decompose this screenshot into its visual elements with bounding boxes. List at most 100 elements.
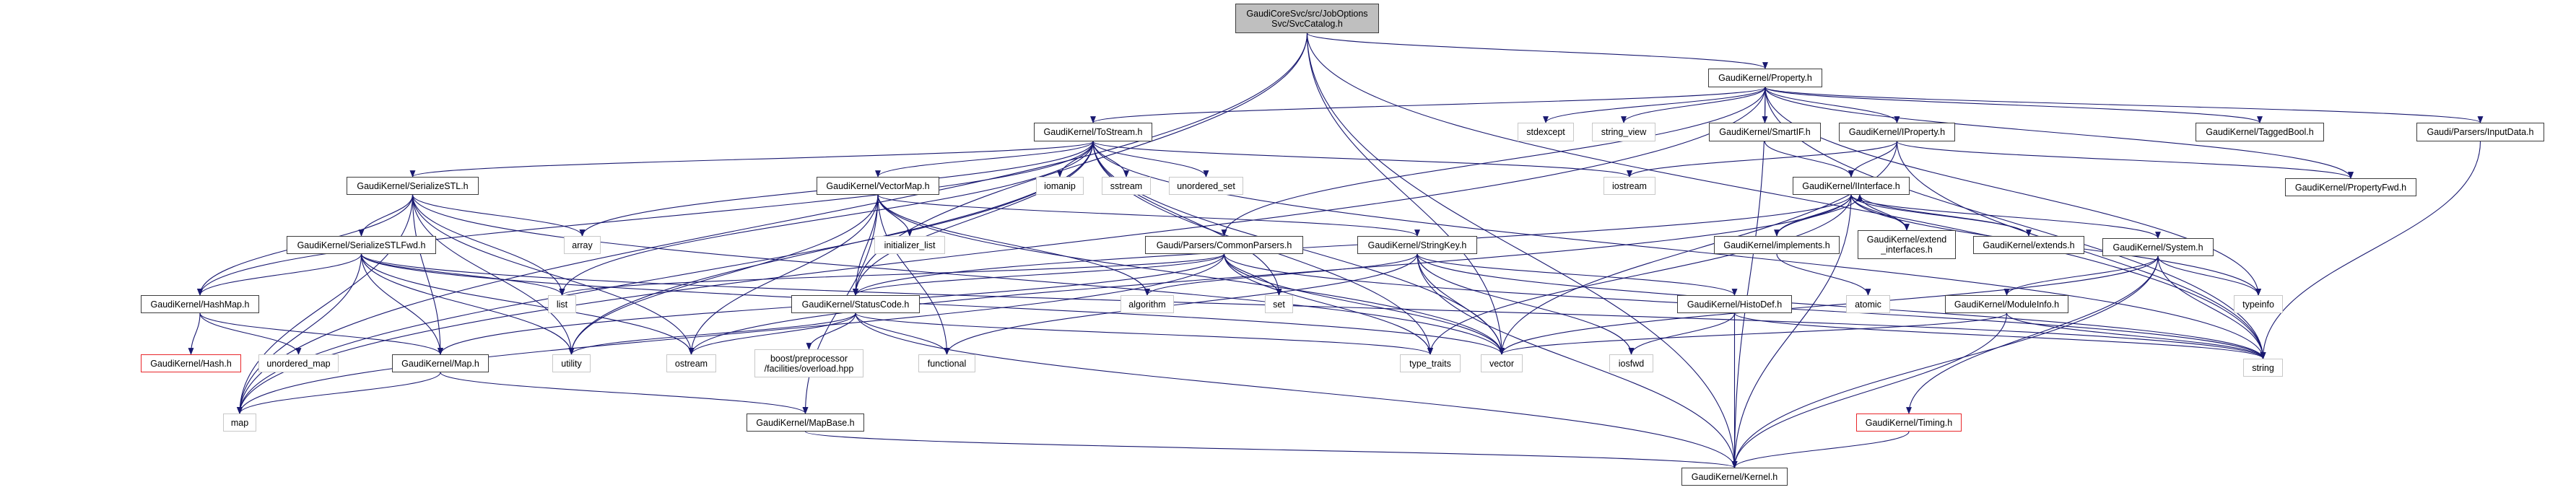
edge-extend_interfaces-to-iinterface [1857, 194, 1907, 231]
edge-serializestl-to-array [412, 194, 586, 237]
edge-iproperty-to-iostream [1627, 141, 1898, 178]
edge-system-to-typeinfo [2157, 255, 2261, 296]
node-mapbase[interactable]: GaudiKernel/MapBase.h [747, 414, 864, 432]
node-vectormap[interactable]: GaudiKernel/VectorMap.h [817, 177, 939, 195]
edge-root-to-string [1306, 32, 2266, 359]
edge-moduleinfo-to-string [2006, 312, 2266, 359]
edge-hashmap-to-map_h [199, 312, 443, 355]
edge-root-to-vector [1306, 32, 1505, 355]
node-map-h[interactable]: GaudiKernel/Map.h [392, 354, 489, 372]
edge-property-to-stdexcept [1543, 87, 1766, 123]
edge-serializestlfwd-to-string [360, 253, 2266, 359]
node-hashmap[interactable]: GaudiKernel/HashMap.h [141, 295, 259, 313]
node-unordered-map: unordered_map [258, 354, 339, 372]
edge-stringkey-to-vector [1417, 253, 1505, 355]
edge-hashmap-to-unordered_map [199, 312, 302, 355]
node-serializestl[interactable]: GaudiKernel/SerializeSTL.h [347, 177, 479, 195]
edge-tostream-to-set [1092, 141, 1282, 296]
node-commonparsers[interactable]: Gaudi/Parsers/CommonParsers.h [1145, 236, 1303, 254]
node-serializestlfwd[interactable]: GaudiKernel/SerializeSTLFwd.h [287, 236, 436, 254]
node-stringkey[interactable]: GaudiKernel/StringKey.h [1357, 236, 1477, 254]
edge-tostream-to-unordered_set [1092, 141, 1209, 178]
node-iostream: iostream [1604, 177, 1655, 195]
edge-tostream-to-serializestl [409, 141, 1094, 178]
edge-map_h-to-map [237, 372, 441, 414]
node-inputdata[interactable]: Gaudi/Parsers/InputData.h [2416, 123, 2544, 141]
node-statuscode[interactable]: GaudiKernel/StatusCode.h [791, 295, 920, 313]
node-timing[interactable]: GaudiKernel/Timing.h [1856, 414, 1962, 432]
node-taggedbool[interactable]: GaudiKernel/TaggedBool.h [2196, 123, 2324, 141]
edge-property-to-map [237, 87, 1766, 414]
edge-serializestl-to-utility [412, 194, 575, 355]
node-kernel[interactable]: GaudiKernel/Kernel.h [1681, 468, 1788, 486]
edge-property-to-commonparsers [1221, 87, 1766, 237]
edge-smartif-to-iinterface [1764, 141, 1854, 178]
node-extends[interactable]: GaudiKernel/extends.h [1973, 236, 2084, 254]
node-histodef[interactable]: GaudiKernel/HistoDef.h [1677, 295, 1792, 313]
edge-tostream-to-string [1092, 141, 2266, 359]
edge-serializestl-to-list [412, 194, 565, 296]
edge-commonparsers-to-vector [1223, 253, 1505, 355]
node-unordered-set: unordered_set [1169, 177, 1243, 195]
edge-stringkey-to-algorithm [1144, 253, 1418, 296]
edge-stringkey-to-histodef [1417, 253, 1738, 296]
edge-serializestlfwd-to-utility [360, 253, 575, 355]
edge-iinterface-to-system [1850, 194, 2161, 239]
node-iinterface[interactable]: GaudiKernel/IInterface.h [1793, 177, 1910, 195]
node-system[interactable]: GaudiKernel/System.h [2102, 238, 2214, 256]
node-iosfwd: iosfwd [1609, 354, 1653, 372]
edge-serializestlfwd-to-vector [360, 253, 1505, 355]
node-list: list [548, 295, 576, 313]
node-iproperty[interactable]: GaudiKernel/IProperty.h [1839, 123, 1955, 141]
edge-property-to-propertyfwd [1765, 87, 2354, 179]
edge-map_h-to-mapbase [440, 372, 809, 414]
node-tostream[interactable]: GaudiKernel/ToStream.h [1034, 123, 1152, 141]
edge-system-to-string [2157, 255, 2266, 359]
edge-iinterface-to-kernel [1731, 194, 1852, 468]
node-initializer-list: initializer_list [874, 236, 945, 254]
edge-tostream-to-statuscode [853, 141, 1094, 296]
edge-serializestl-to-map_h [412, 194, 443, 355]
node-hash[interactable]: GaudiKernel/Hash.h [141, 354, 241, 372]
edge-vectormap-to-utility [568, 194, 879, 355]
edge-serializestlfwd-to-list [360, 253, 565, 296]
edge-root-to-property [1306, 32, 1768, 69]
edge-serializestl-to-vector [412, 194, 1505, 355]
edge-serializestl-to-serializestlfwd [358, 194, 414, 237]
node-moduleinfo[interactable]: GaudiKernel/ModuleInfo.h [1945, 295, 2068, 313]
edge-commonparsers-to-map [237, 253, 1225, 414]
edge-vectormap-to-stringkey [877, 194, 1420, 237]
edge-serializestlfwd-to-hashmap [197, 253, 362, 296]
edge-commonparsers-to-statuscode [853, 253, 1225, 296]
node-property[interactable]: GaudiKernel/Property.h [1708, 69, 1822, 87]
node-extend-interfaces[interactable]: GaudiKernel/extend _interfaces.h [1858, 230, 1956, 259]
edge-stringkey-to-iosfwd [1417, 253, 1635, 355]
edge-root-to-statuscode [853, 32, 1308, 296]
edge-histodef-to-iosfwd [1628, 312, 1736, 355]
node-propertyfwd[interactable]: GaudiKernel/PropertyFwd.h [2285, 178, 2416, 196]
edge-root-to-kernel [1306, 32, 1738, 468]
edge-moduleinfo-to-kernel [1731, 312, 2008, 468]
edge-vectormap-to-initializer_list [877, 194, 913, 237]
edge-tostream-to-vectormap [875, 141, 1094, 178]
node-string-view: string_view [1592, 123, 1655, 141]
edge-implements-to-iinterface [1776, 194, 1863, 237]
edge-iinterface-to-statuscode [853, 194, 1852, 296]
edge-vectormap-to-vector [877, 194, 1505, 355]
edge-statuscode-to-type_traits [855, 312, 1433, 355]
edge-iinterface-to-ostream [688, 194, 1852, 355]
node-implements[interactable]: GaudiKernel/implements.h [1714, 236, 1840, 254]
node-iomanip: iomanip [1036, 177, 1084, 195]
edge-extends-to-iinterface [1857, 194, 2029, 237]
edge-serializestlfwd-to-map [237, 253, 362, 414]
node-stdexcept: stdexcept [1518, 123, 1574, 141]
edge-tostream-to-iostream [1092, 141, 1632, 178]
node-smartif[interactable]: GaudiKernel/SmartIF.h [1709, 123, 1821, 141]
node-string: string [2243, 359, 2283, 377]
edge-commonparsers-to-type_traits [1223, 253, 1433, 355]
edge-system-to-vector [1499, 255, 2159, 355]
edge-statuscode-to-utility [568, 312, 856, 355]
edge-iproperty-to-propertyfwd [1896, 141, 2354, 179]
node-map: map [223, 414, 256, 432]
